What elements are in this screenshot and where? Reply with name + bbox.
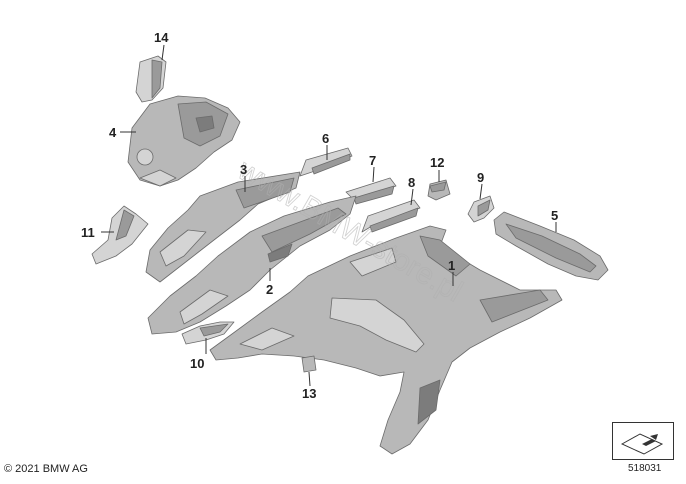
callout-8[interactable]: 8 <box>408 175 415 190</box>
part-2[interactable] <box>147 195 357 335</box>
part-9[interactable] <box>467 195 495 223</box>
part-13[interactable] <box>301 355 317 373</box>
callout-2[interactable]: 2 <box>266 282 273 297</box>
part-1[interactable] <box>209 225 563 455</box>
copyright: © 2021 BMW AG <box>4 463 88 475</box>
callout-labels: 14 4 3 11 6 7 8 12 9 5 1 2 10 13 <box>81 30 558 401</box>
part-8[interactable] <box>361 199 421 233</box>
part-14[interactable] <box>135 55 167 103</box>
callout-5[interactable]: 5 <box>551 208 558 223</box>
callout-13[interactable]: 13 <box>302 386 316 401</box>
callout-9[interactable]: 9 <box>477 170 484 185</box>
part-10[interactable] <box>181 321 235 345</box>
part-11[interactable] <box>91 205 149 265</box>
orientation-arrow-icon <box>612 422 674 460</box>
part-4[interactable] <box>127 95 241 187</box>
callout-6[interactable]: 6 <box>322 131 329 146</box>
part-3[interactable] <box>145 171 301 283</box>
callout-4[interactable]: 4 <box>109 125 117 140</box>
callout-3[interactable]: 3 <box>240 162 247 177</box>
part-12[interactable] <box>427 179 451 201</box>
leader-lines <box>101 44 557 387</box>
callout-10[interactable]: 10 <box>190 356 204 371</box>
callout-14[interactable]: 14 <box>154 30 169 45</box>
callout-11[interactable]: 11 <box>81 225 95 240</box>
part-6[interactable] <box>299 147 353 177</box>
callout-1[interactable]: 1 <box>448 258 455 273</box>
callout-7[interactable]: 7 <box>369 153 376 168</box>
part-5[interactable] <box>493 211 609 281</box>
diagram-number: 518031 <box>628 463 662 474</box>
callout-12[interactable]: 12 <box>430 155 444 170</box>
